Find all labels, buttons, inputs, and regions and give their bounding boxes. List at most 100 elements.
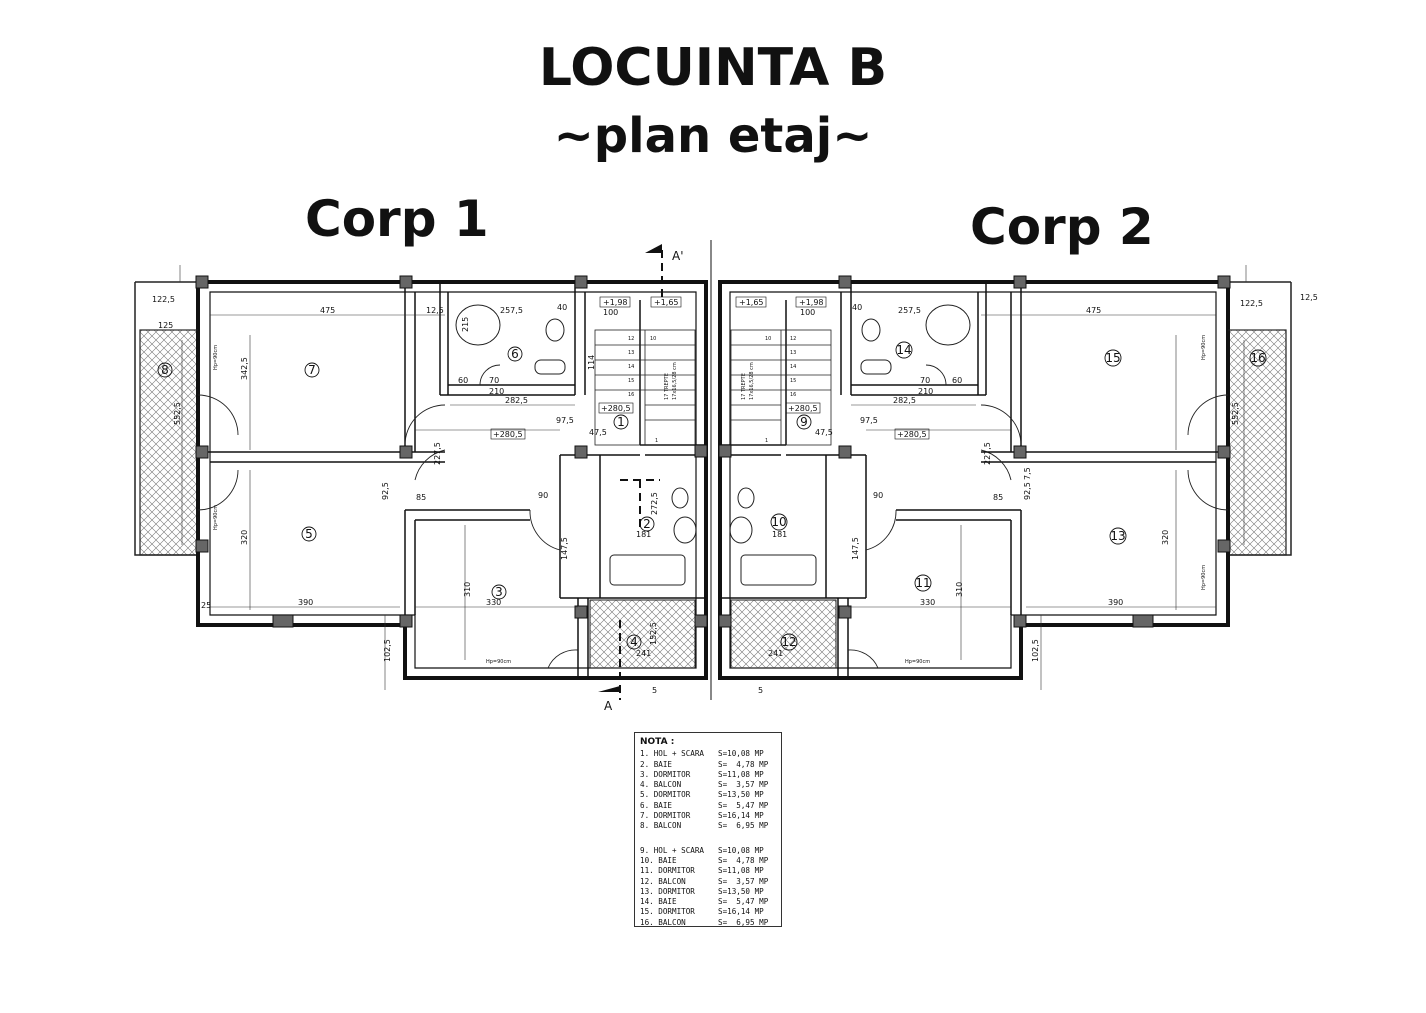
- stair-left: [594, 329, 696, 446]
- door-swings-right: [847, 364, 1229, 669]
- level-floor-right-1: +280,5: [788, 404, 818, 413]
- dim-975-left: 97,5: [556, 416, 574, 425]
- nota-room-label: 13. DORMITOR: [640, 886, 695, 896]
- dim-1025-left: 102,5: [383, 639, 392, 662]
- hp-note-left-2: Hp=90cm: [213, 505, 219, 530]
- dim-60-left: 60: [458, 376, 468, 385]
- nota-room-label: 16. BALCON: [640, 917, 686, 927]
- sink-14: [861, 318, 881, 342]
- step-1: 1: [655, 438, 658, 444]
- step-1-right: 1: [765, 438, 768, 444]
- dim-390-right: 390: [1108, 598, 1123, 607]
- stair-note-right: 17 TREPTE: [741, 373, 747, 400]
- toilet-6: [534, 359, 566, 375]
- nota-row: 7. DORMITOR S=16,14 MP: [640, 811, 776, 821]
- room-number-7: 7: [308, 363, 316, 377]
- nota-room-label: 7. DORMITOR: [640, 811, 691, 821]
- level-floor-left-1: +280,5: [493, 430, 523, 439]
- room-number-9: 9: [800, 415, 808, 429]
- dim-70-right: 70: [920, 376, 930, 385]
- nota-room-area: S=10,08 MP: [718, 749, 764, 759]
- step-10-right: 10: [765, 336, 771, 342]
- room-number-16: 16: [1250, 351, 1265, 365]
- dim-2575-left: 257,5: [500, 306, 523, 315]
- nota-room-area: S= 4,78 MP: [718, 855, 769, 865]
- dim-1525-left: 152,5: [649, 622, 658, 645]
- toilet-2: [673, 516, 697, 544]
- step-14: 14: [628, 364, 634, 370]
- dim-40-left: 40: [557, 303, 567, 312]
- dim-1025-right: 102,5: [1031, 639, 1040, 662]
- step-14-right: 14: [790, 364, 796, 370]
- sink-6: [545, 318, 565, 342]
- dim-125b-left: 12,5: [426, 306, 444, 315]
- dim-3425-left: 342,5: [240, 357, 249, 380]
- level-boxes: [490, 296, 930, 440]
- nota-row: 13. DORMITOR S=13,50 MP: [640, 887, 776, 897]
- dim-925-right: 92,5: [1023, 482, 1032, 500]
- hp-note-right-3: Hp=90cm: [905, 659, 930, 665]
- dim-2725-left: 272,5: [650, 492, 659, 515]
- dim-975-right: 97,5: [860, 416, 878, 425]
- level-stair-b-left: +1,65: [654, 298, 679, 307]
- dim-2275-right: 227,5: [983, 442, 992, 465]
- dim-210-left: 210: [489, 387, 504, 396]
- nota-room-label: 15. DORMITOR: [640, 907, 695, 917]
- dim-215-left: 215: [461, 317, 470, 332]
- nota-room-area: S=16,14 MP: [718, 811, 764, 821]
- nota-room-label: 11. DORMITOR: [640, 866, 695, 876]
- nota-room-label: 8. BALCON: [640, 821, 682, 831]
- dim-475b-left: 47,5: [589, 428, 607, 437]
- outer-wall-right: [718, 280, 1230, 680]
- dim-1225-left: 122,5: [152, 295, 175, 304]
- room-number-2: 2: [643, 517, 651, 531]
- nota-room-area: S=11,08 MP: [718, 866, 764, 876]
- dim-210-right: 210: [918, 387, 933, 396]
- dim-390-left: 390: [298, 598, 313, 607]
- step-13: 13: [628, 350, 634, 356]
- dim-2575-right: 257,5: [898, 306, 921, 315]
- dim-320-left: 320: [240, 530, 249, 545]
- nota-room-label: 10. BAIE: [640, 855, 677, 865]
- dim-125-left: 125: [158, 321, 173, 330]
- nota-room-area: S=16,14 MP: [718, 907, 764, 917]
- door-swings-left: [197, 364, 579, 669]
- corp-2-label: Corp 2: [970, 198, 1154, 256]
- nota-room-area: S=11,08 MP: [718, 769, 764, 779]
- floor-plan: A' A 1 2 3 4 5 6 7 8 9 10 11 12 13 14 15…: [134, 240, 1318, 713]
- dim-90-right: 90: [873, 491, 883, 500]
- room-number-1: 1: [617, 415, 625, 429]
- stair-dim-note-left: 17x16,5/28 cm: [672, 362, 678, 400]
- step-16: 16: [628, 392, 634, 398]
- dimension-lines-left: [150, 265, 578, 690]
- stair-dim-note-right: 17x16,5/28 cm: [749, 362, 755, 400]
- nota-room-area: S=13,50 MP: [718, 886, 764, 896]
- dim-475-right: 475: [1086, 306, 1101, 315]
- nota-room-area: S=10,08 MP: [718, 845, 764, 855]
- step-12-right: 12: [790, 336, 796, 342]
- nota-row: 11. DORMITOR S=11,08 MP: [640, 866, 776, 876]
- section-arrow-bottom: [598, 686, 620, 692]
- outer-wall-right-inner: [729, 291, 1217, 669]
- nota-room-label: 4. BALCON: [640, 780, 682, 790]
- dim-75-right: 7,5: [1023, 467, 1032, 480]
- toilet-10: [729, 516, 753, 544]
- dim-310-right: 310: [955, 582, 964, 597]
- dim-310-left: 310: [463, 582, 472, 597]
- step-16-right: 16: [790, 392, 796, 398]
- nota-room-area: S= 3,57 MP: [718, 876, 769, 886]
- nota-room-label: 9. HOL + SCARA: [640, 845, 705, 855]
- nota-room-area: S= 4,78 MP: [718, 759, 769, 769]
- section-label-top: A': [672, 249, 684, 263]
- room-number-11: 11: [915, 576, 930, 590]
- dim-2275-left: 227,5: [433, 442, 442, 465]
- dim-2825-right: 282,5: [893, 396, 916, 405]
- room-number-8: 8: [161, 363, 169, 377]
- stair-note-left: 17 TREPTE: [664, 373, 670, 400]
- columns-left: [195, 275, 708, 628]
